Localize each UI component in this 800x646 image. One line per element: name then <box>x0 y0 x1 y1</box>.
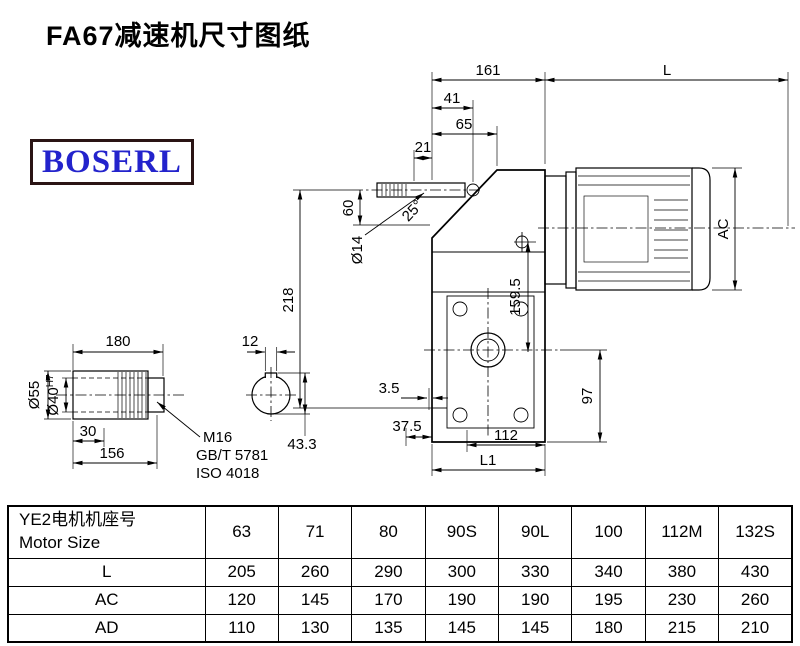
standard-iso-label: ISO 4018 <box>196 465 259 482</box>
table-cell: 195 <box>571 585 646 615</box>
dim-phi40-main: Ø40 <box>45 387 62 415</box>
dim-65-label: 65 <box>456 116 473 133</box>
input-shaft <box>352 182 480 198</box>
dim-112-label: 112 <box>494 427 518 444</box>
row-label-AC: AC <box>7 585 206 615</box>
dim-30-label: 30 <box>80 423 97 440</box>
page-title: FA67减速机尺寸图纸 <box>46 21 311 51</box>
motor-body <box>575 167 693 291</box>
table-cell: 190 <box>424 585 500 615</box>
table-cell: 290 <box>351 557 426 587</box>
table-cell: 260 <box>277 557 353 587</box>
dim-41-label: 41 <box>444 90 461 107</box>
flange-bolt-hole <box>513 407 529 423</box>
motor-core-hatch <box>583 195 649 263</box>
table-cell: 340 <box>571 557 646 587</box>
dim-60-label: 60 <box>340 200 357 217</box>
dim-156-label: 156 <box>99 445 124 462</box>
motor-size-table: YE2电机机座号 Motor Size 63 71 80 90S 90L 100… <box>7 505 793 643</box>
dim-angle-label: 25° <box>399 197 427 225</box>
table-cell: 380 <box>644 557 720 587</box>
dim-phi14-label: Ø14 <box>349 236 366 264</box>
table-cell: 145 <box>424 613 500 643</box>
table-cell: 110 <box>204 613 279 643</box>
shaft-detail: 180 Ø55 Ø40H7 30 156 M16 GB/T 5781 ISO 4… <box>26 333 268 482</box>
keyway-section: 12 43.3 <box>242 333 317 453</box>
brand-logo-text: BOSERL <box>42 143 182 180</box>
dim-L1-label: L1 <box>480 452 497 469</box>
table-col-71: 71 <box>277 505 353 559</box>
technical-drawing: 161 L 41 65 21 60 218 Ø14 25° 159.5 AC 9… <box>26 62 795 482</box>
dim-21-label: 21 <box>415 139 432 156</box>
table-cell: 300 <box>424 557 500 587</box>
table-col-90l: 90L <box>497 505 573 559</box>
row-label-AD: AD <box>7 613 206 643</box>
output-flange-face <box>446 295 535 429</box>
table-col-100: 100 <box>571 505 646 559</box>
dim-3-5-label: 3.5 <box>379 380 400 397</box>
table-header-motor-size: YE2电机机座号 Motor Size <box>7 505 206 559</box>
table-cell: 210 <box>718 613 793 643</box>
dim-218-label: 218 <box>280 287 297 312</box>
main-view <box>352 167 795 443</box>
table-cell: 430 <box>718 557 793 587</box>
table-header-line2: Motor Size <box>19 533 101 553</box>
table-cell: 145 <box>497 613 573 643</box>
table-row-L: L 205 260 290 300 330 340 380 430 <box>7 557 793 587</box>
table-row-AD: AD 110 130 135 145 145 180 215 210 <box>7 613 793 643</box>
row-label-L: L <box>7 557 206 587</box>
table-cell: 230 <box>644 585 720 615</box>
dim-L-label: L <box>663 62 671 79</box>
table-cell: 190 <box>497 585 573 615</box>
dim-180-label: 180 <box>105 333 130 350</box>
table-cell: 215 <box>644 613 720 643</box>
flange-bolt-hole <box>452 407 468 423</box>
table-cell: 330 <box>497 557 573 587</box>
table-cell: 130 <box>277 613 353 643</box>
table-cell: 145 <box>277 585 353 615</box>
table-header-line1: YE2电机机座号 <box>19 510 137 530</box>
table-cell: 135 <box>351 613 426 643</box>
dimensions-main: 161 L 41 65 21 60 218 Ø14 25° 159.5 AC 9… <box>280 62 789 476</box>
dim-161-label: 161 <box>475 62 500 79</box>
standard-gb-label: GB/T 5781 <box>196 447 268 464</box>
table-cell: 170 <box>351 585 426 615</box>
dim-phi40-label: Ø40H7 <box>45 374 62 416</box>
dim-phi55-label: Ø55 <box>26 381 43 409</box>
dim-159-5-label: 159.5 <box>507 278 524 316</box>
table-row-AC: AC 120 145 170 190 190 195 230 260 <box>7 585 793 615</box>
dim-97-label: 97 <box>579 388 596 405</box>
table-col-80: 80 <box>351 505 426 559</box>
motor-flange <box>544 175 567 285</box>
table-col-112m: 112M <box>644 505 720 559</box>
gearbox-housing-outline <box>431 169 546 443</box>
table-cell: 120 <box>204 585 279 615</box>
motor-end-cap <box>692 167 711 291</box>
shaft-thread-stub <box>147 377 165 413</box>
dim-AC-label: AC <box>715 218 732 239</box>
table-col-132s: 132S <box>718 505 793 559</box>
table-col-63: 63 <box>204 505 279 559</box>
brand-logo: BOSERL <box>30 139 194 185</box>
dim-phi40-tolerance: H7 <box>45 374 56 387</box>
dim-12-label: 12 <box>242 333 259 350</box>
thread-spec-label: M16 <box>203 429 232 446</box>
flange-bolt-hole <box>452 301 468 317</box>
motor <box>538 167 795 291</box>
table-cell: 260 <box>718 585 793 615</box>
table-col-90s: 90S <box>424 505 500 559</box>
table-header-row: YE2电机机座号 Motor Size 63 71 80 90S 90L 100… <box>7 505 793 559</box>
table-cell: 205 <box>204 557 279 587</box>
dim-37-5-label: 37.5 <box>392 418 421 435</box>
dim-43-3-label: 43.3 <box>287 436 316 453</box>
table-cell: 180 <box>571 613 646 643</box>
